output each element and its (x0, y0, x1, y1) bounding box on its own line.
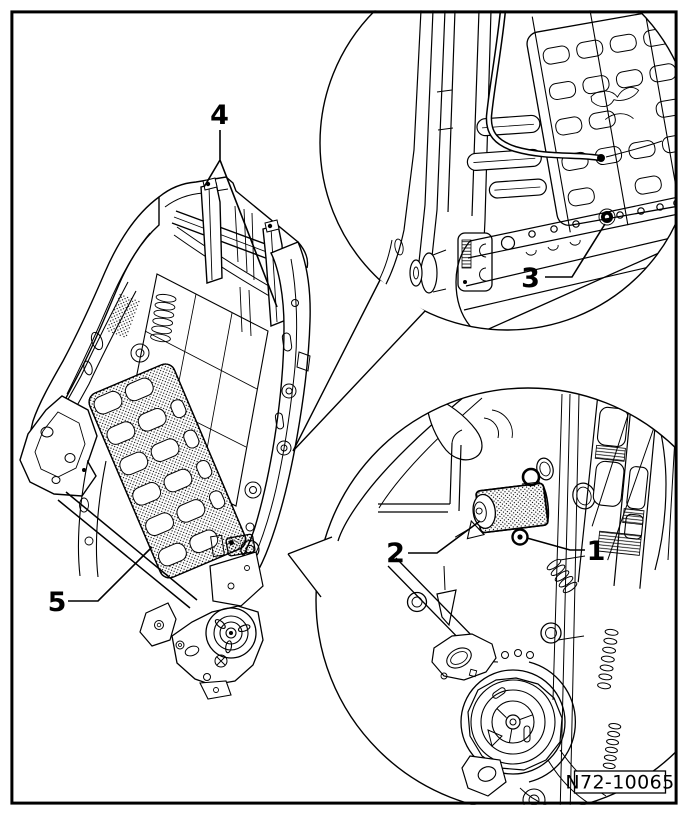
drawing-number-label: N72-10065 (565, 772, 674, 794)
pennant-bracket (436, 565, 457, 627)
callout-3-label: 3 (521, 263, 540, 294)
callout-4: 4 (203, 100, 278, 308)
motor-bolt-bottom (511, 528, 529, 546)
coil-spring-a (546, 558, 578, 594)
callout-1: 1 (526, 536, 606, 567)
upper-bracket-zoomed (378, 393, 596, 513)
screw-icon (598, 208, 616, 226)
bracket-zoomed (457, 232, 493, 292)
recliner-hub-main (205, 607, 257, 659)
right-member-details (210, 299, 311, 558)
bottom-feet (139, 551, 264, 700)
callout-2-label: 2 (386, 538, 405, 569)
inset-circle-top (319, 0, 688, 331)
callout-3-leader (545, 223, 606, 278)
callout-1-leader (526, 537, 585, 551)
border-frame (10, 10, 678, 805)
cable-zoomed (485, 9, 663, 162)
suspension-mat (88, 363, 247, 579)
coil-spring-c (602, 722, 622, 770)
cross-bolt-icon (214, 654, 228, 668)
adjuster-knob-zoomed (409, 249, 447, 294)
callout-2: 2 (386, 520, 481, 569)
left-plate-zoomed (431, 633, 534, 681)
callout-2-leader (408, 520, 481, 554)
headrest-guide-towers (200, 177, 287, 337)
callout-5-label: 5 (48, 587, 67, 618)
callout-4-label: 4 (210, 100, 229, 131)
motor-zoomed (454, 482, 550, 540)
callout-3: 3 (521, 223, 606, 294)
drawing-number-box: N72-10065 (565, 770, 674, 794)
tension-spring (150, 293, 177, 343)
callout-1-label: 1 (587, 536, 606, 567)
ladder-member-zoomed (577, 396, 658, 589)
callout-5: 5 (48, 546, 153, 618)
inset-pointer-top (292, 279, 426, 452)
motor-bolt-top (521, 467, 541, 487)
recliner-hub-zoomed (460, 661, 576, 783)
callout-5-leader (68, 546, 153, 602)
recliner-motor-main (225, 533, 260, 560)
side-member-zoomed (367, 9, 492, 299)
coil-spring-b (597, 628, 619, 690)
main-illustration-backrest-frame (19, 176, 311, 700)
callout-4-leader (203, 130, 278, 308)
left-foot-bracket (19, 395, 98, 497)
inset-pointer-bottom (287, 536, 333, 598)
